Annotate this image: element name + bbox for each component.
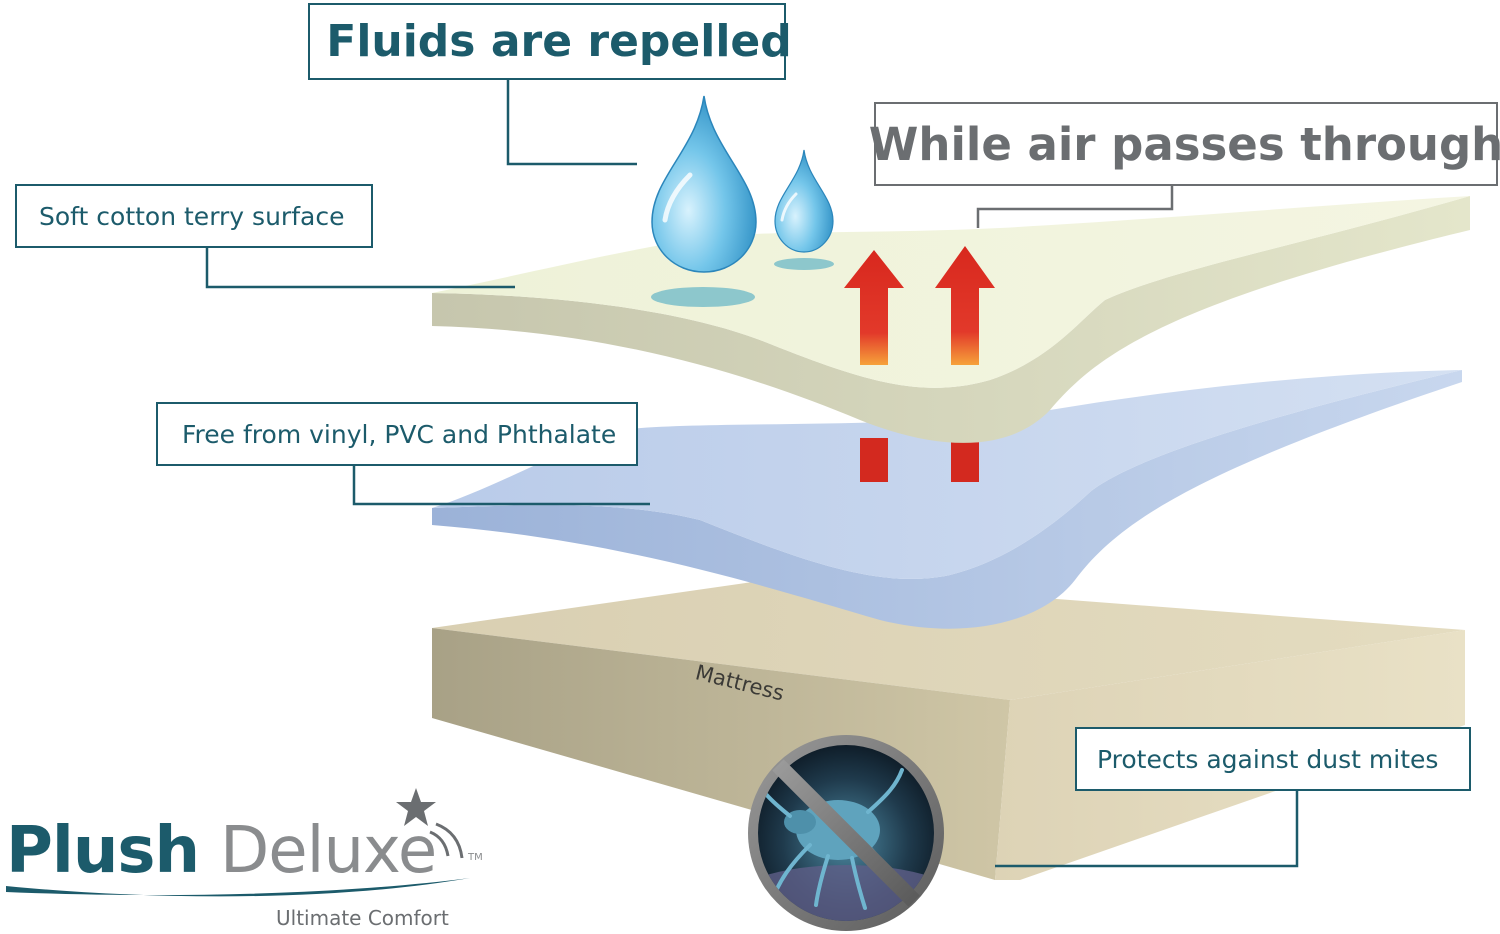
callout-air-passes: While air passes through	[869, 102, 1500, 186]
terry-edge	[432, 196, 1470, 443]
logo-graphics	[6, 788, 470, 897]
membrane-edge	[432, 370, 1462, 629]
logo-tagline: Ultimate Comfort	[276, 906, 449, 930]
airflow-arrow-icon	[844, 250, 904, 365]
signal-arcs	[429, 822, 464, 859]
mattress-top-face	[432, 578, 1465, 700]
brand-logo: Plush Deluxe TM Ultimate Comfort	[6, 790, 486, 930]
callout-fluids-repelled: Fluids are repelled	[308, 3, 792, 80]
logo-trademark: TM	[468, 852, 483, 863]
star-icon	[396, 788, 436, 826]
dust-mite-prohibited-icon	[748, 735, 944, 931]
drop-shadow	[774, 258, 834, 270]
leader-dust	[995, 791, 1299, 868]
water-drop-icon	[774, 149, 834, 253]
drop-shadow	[651, 287, 755, 307]
water-drops	[651, 95, 834, 273]
water-drop-icon	[651, 95, 757, 273]
callout-free-from-vinyl: Free from vinyl, PVC and Phthalate	[156, 402, 638, 466]
airflow-arrow-icon	[935, 246, 995, 365]
membrane-layer	[432, 370, 1462, 629]
airflow-arrow-stubs	[860, 438, 979, 482]
logo-brand-bold: Plush	[6, 814, 200, 888]
membrane-top	[432, 370, 1462, 579]
airflow-arrow-icon	[951, 438, 979, 482]
logo-brand-light: Deluxe	[220, 814, 437, 888]
leader-fluids	[506, 80, 637, 166]
leader-air	[976, 186, 1174, 228]
airflow-arrow-icon	[860, 438, 888, 482]
airflow-arrows	[844, 246, 995, 365]
callout-soft-surface: Soft cotton terry surface	[15, 184, 373, 248]
leader-soft	[205, 248, 515, 289]
leader-lines	[205, 80, 1299, 868]
callout-dust-mites: Protects against dust mites	[1075, 727, 1471, 791]
leader-free	[352, 466, 650, 506]
